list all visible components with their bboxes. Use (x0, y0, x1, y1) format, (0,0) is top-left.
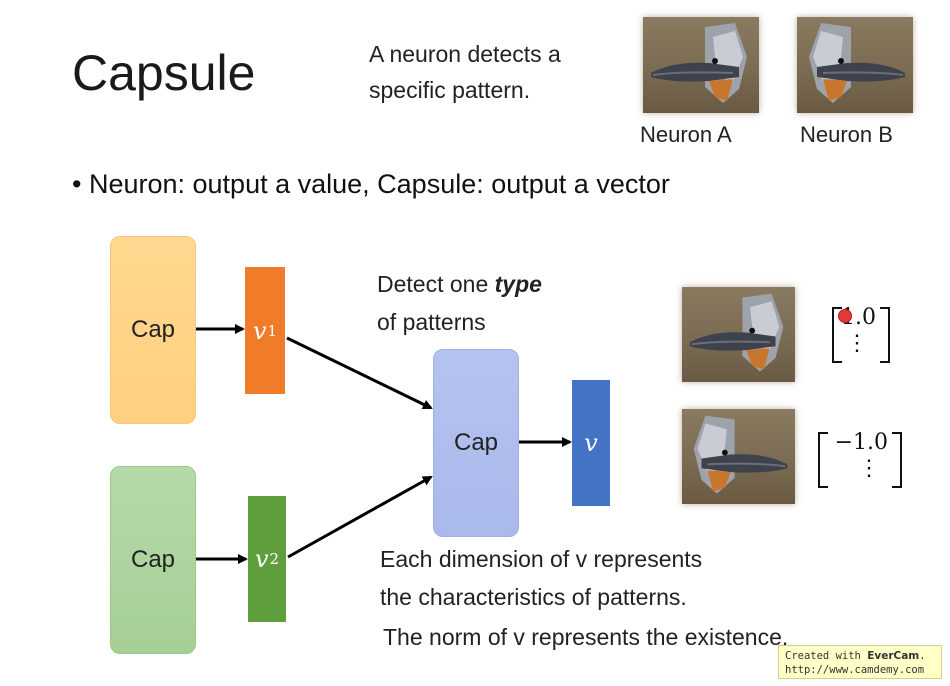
neuron-a-image (643, 17, 759, 113)
norm-text: The norm of v represents the existence. (383, 624, 789, 650)
capsule-2: Cap (110, 466, 196, 654)
evercam-watermark[interactable]: Created with EverCam. http://www.camdemy… (778, 645, 942, 679)
example-image-1 (682, 287, 795, 382)
right-bracket (892, 432, 902, 488)
detect-line-2: of patterns (377, 309, 486, 335)
output-vector-1-ellipsis: ⋮ (846, 331, 868, 356)
bird-beak-right-icon (693, 415, 788, 494)
detect-prefix: Detect one (377, 271, 495, 297)
bullet-text: Neuron: output a value, Capsule: output … (88, 169, 670, 199)
right-bracket (880, 307, 890, 363)
neuron-b-image (797, 17, 913, 113)
neuron-description: A neuron detects a specific pattern. (369, 36, 561, 108)
page-title: Capsule (72, 45, 256, 101)
bird-beak-left-icon (689, 293, 784, 372)
vector-v2-symbol: v (254, 545, 269, 573)
left-bracket (818, 432, 828, 488)
neuron-description-line-2: specific pattern. (369, 77, 531, 103)
watermark-url[interactable]: http://www.camdemy.com (785, 664, 925, 676)
dimension-text: Each dimension of v represents the chara… (380, 540, 702, 616)
watermark-brand: EverCam (867, 650, 920, 662)
arrow-v1-to-cap3 (286, 336, 433, 410)
watermark-suffix: . (919, 650, 926, 662)
vector-v1-index: 1 (267, 321, 278, 340)
watermark-line-1: Created with EverCam. (785, 649, 935, 663)
bird-beak-left-icon (651, 23, 747, 103)
dimension-line-1: Each dimension of v represents (380, 546, 703, 572)
vector-v2-index: 2 (269, 550, 280, 568)
neuron-description-line-1: A neuron detects a (369, 41, 561, 67)
neuron-a-caption: Neuron A (640, 122, 732, 147)
pointer-cursor (838, 309, 852, 323)
capsule-output: Cap (433, 349, 519, 537)
dimension-line-2: the characteristics of patterns. (380, 584, 687, 610)
neuron-b-caption: Neuron B (800, 122, 893, 147)
bird-beak-right-icon (809, 23, 905, 103)
output-vector-2-ellipsis: ⋮ (858, 456, 880, 481)
vector-v-symbol: v (584, 429, 598, 457)
detect-emphasis: type (494, 271, 542, 297)
detect-line-1: Detect one type (377, 265, 542, 303)
capsule-1: Cap (110, 236, 196, 424)
bullet-dot: • (72, 169, 82, 199)
output-vector-2-value: −1.0 (834, 430, 888, 455)
vector-v1-symbol: v (252, 316, 267, 345)
vector-v-output: v (572, 380, 610, 506)
left-bracket (832, 307, 842, 363)
output-vector-2: −1.0 ⋮ (818, 430, 902, 488)
bullet-point: • Neuron: output a value, Capsule: outpu… (72, 169, 670, 200)
detect-type-text: Detect one type of patterns (377, 265, 542, 341)
watermark-prefix: Created with (785, 650, 868, 662)
arrow-v2-to-cap3 (287, 475, 433, 559)
example-image-2 (682, 409, 795, 504)
